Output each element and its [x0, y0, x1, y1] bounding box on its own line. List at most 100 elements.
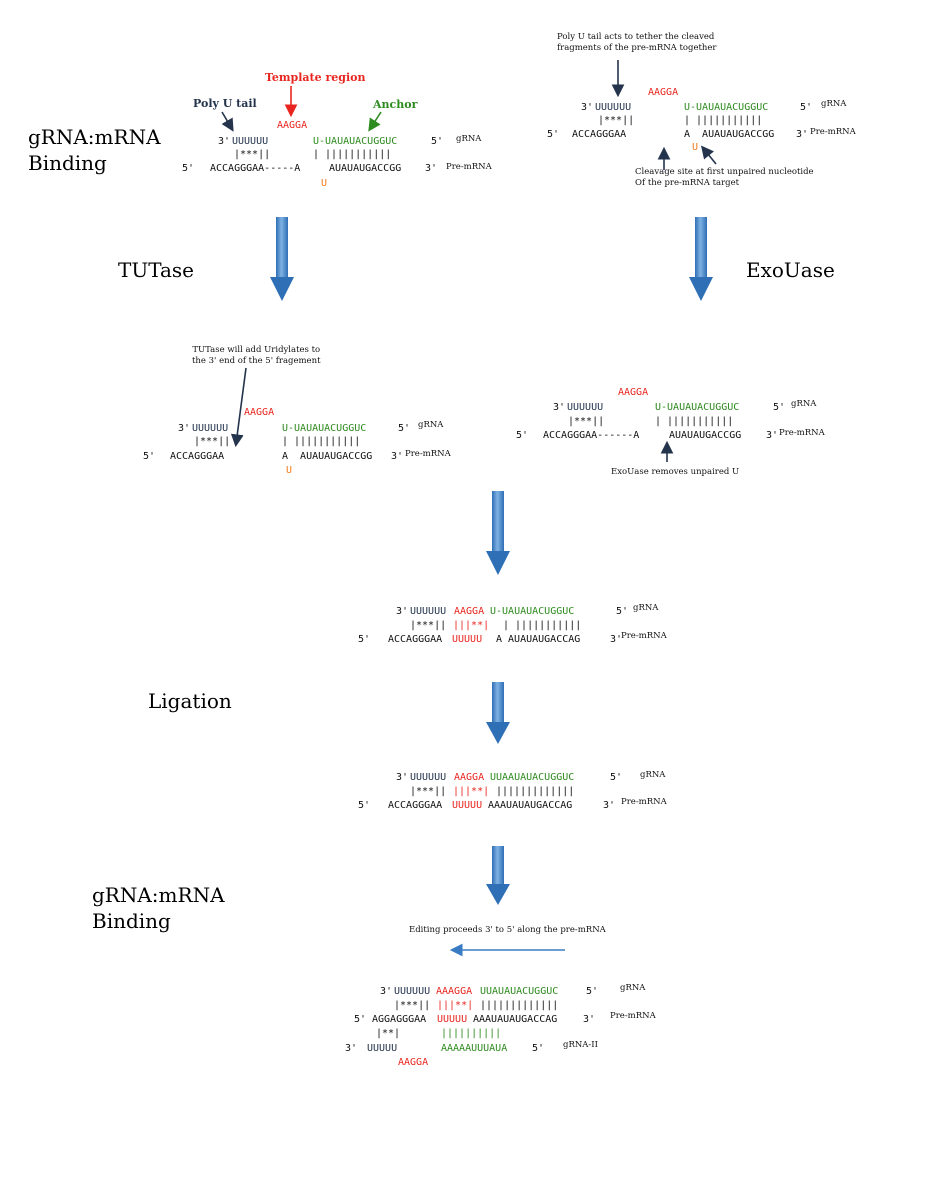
- p4-aagga: AAGGA: [618, 387, 649, 398]
- p1-bp-right: | |||||||||||: [313, 149, 392, 160]
- p5-bp-right: | |||||||||||: [503, 620, 582, 631]
- template-aagga: AAGGA: [277, 120, 308, 131]
- p4-bp-right: | |||||||||||: [655, 416, 734, 427]
- block-arrow-exouase: [689, 217, 713, 301]
- p6-mrna-3prime: 3': [603, 800, 616, 811]
- p4-anchor-seq: U-UAUAUACUGGUC: [655, 402, 740, 413]
- p1-unpaired-u: U: [321, 178, 328, 189]
- p1-premrna-label: Pre-mRNA: [446, 162, 492, 172]
- p3-aagga: AAGGA: [244, 407, 275, 418]
- p6-grna-3prime: 3': [396, 772, 409, 783]
- p5-mrna-3prime: 3': [610, 634, 623, 645]
- p6-mrna-right: AAAUAUAUGACCAG: [488, 800, 573, 811]
- p5-poly-u: UUUUUU: [410, 606, 447, 617]
- p4-mrna-left: ACCAGGGAA------A: [543, 430, 640, 441]
- p6-grna-5prime: 5': [610, 772, 623, 783]
- p7-bp-right: |||||||||||||: [480, 1000, 559, 1011]
- p7-bp-left: |***||: [394, 1000, 431, 1011]
- p2-grna-5prime: 5': [800, 102, 813, 113]
- p5-grna-3prime: 3': [396, 606, 409, 617]
- anchor-label: Anchor: [373, 98, 418, 111]
- p5-bp-red: |||**|: [453, 620, 490, 631]
- block-arrow-tutase: [270, 217, 294, 301]
- p5-aagga: AAGGA: [454, 606, 485, 617]
- p2-bp-left: |***||: [598, 115, 635, 126]
- p3-mrna-5prime: 5': [143, 451, 156, 462]
- p6-aagga: AAGGA: [454, 772, 485, 783]
- p3-poly-u: UUUUUU: [192, 423, 229, 434]
- p4-grna-label: gRNA: [791, 399, 817, 409]
- p4-mrna-5prime: 5': [516, 430, 529, 441]
- p2-grna-3prime: 3': [581, 102, 594, 113]
- p7-anchor-seq: UUAUAUACUGGUC: [480, 986, 559, 997]
- p3-unpaired-u: U: [286, 465, 293, 476]
- p2-aagga: AAGGA: [648, 87, 679, 98]
- p1-grna-3prime: 3': [218, 136, 231, 147]
- p3-grna-3prime: 3': [178, 423, 191, 434]
- p7-grna-label: gRNA: [620, 983, 646, 993]
- p1-grna-5prime: 5': [431, 136, 444, 147]
- p7-mrna-left: AGGAGGGAA: [372, 1014, 427, 1025]
- p7-grna-5prime: 5': [586, 986, 599, 997]
- poly-u-tether-note: Poly U tail acts to tether the cleaved f…: [557, 32, 717, 53]
- p5-bp-left: |***||: [410, 620, 447, 631]
- p7-grna2-aagga: AAGGA: [398, 1057, 429, 1068]
- p4-grna-5prime: 5': [773, 402, 786, 413]
- p2-mrna-right: A AUAUAUGACCGG: [684, 129, 775, 140]
- p7-poly-u: UUUUUU: [394, 986, 431, 997]
- block-arrow-merge: [486, 491, 510, 575]
- p7-grna2-bp-left: |**|: [376, 1028, 401, 1039]
- template-region-label: Template region: [265, 71, 366, 84]
- block-arrow-binding-2: [486, 846, 510, 905]
- p6-grna-label: gRNA: [640, 770, 666, 780]
- cleavage-pointer-right: [700, 145, 717, 165]
- p1-mrna-5prime: 5': [182, 163, 195, 174]
- p3-mrna-3prime: 3': [391, 451, 404, 462]
- p7-grna2-bp-right: ||||||||||: [441, 1028, 502, 1039]
- p7-mrna-right: AAAUAUAUGACCAG: [473, 1014, 558, 1025]
- p2-poly-u: UUUUUU: [595, 102, 632, 113]
- p4-premrna-label: Pre-mRNA: [779, 428, 825, 438]
- p6-bp-red: |||**|: [453, 786, 490, 797]
- cleavage-site-note: Cleavage site at first unpaired nucleoti…: [635, 167, 814, 188]
- p6-bp-right: |||||||||||||: [496, 786, 575, 797]
- p5-anchor-seq: U-UAUAUACUGGUC: [490, 606, 575, 617]
- step-label-binding-1: gRNA:mRNA Binding: [28, 125, 161, 175]
- step-label-exouase: ExoUase: [746, 258, 835, 282]
- p3-bp-left: |***||: [194, 436, 231, 447]
- p5-grna-5prime: 5': [616, 606, 629, 617]
- p5-mrna-5prime: 5': [358, 634, 371, 645]
- p1-mrna-3prime: 3': [425, 163, 438, 174]
- p2-premrna-label: Pre-mRNA: [810, 127, 856, 137]
- p2-mrna-left: ACCAGGGAA: [572, 129, 627, 140]
- p6-mrna-5prime: 5': [358, 800, 371, 811]
- poly-u-pointer: [221, 111, 234, 132]
- p1-grna-label: gRNA: [456, 134, 482, 144]
- p6-bp-left: |***||: [410, 786, 447, 797]
- exouase-note: ExoUase removes unpaired U: [611, 467, 740, 477]
- step-label-tutase: TUTase: [118, 258, 195, 282]
- p1-mrna-left: ACCAGGGAA-----A: [210, 163, 301, 174]
- p7-grna2-poly-u: UUUUU: [367, 1043, 398, 1054]
- poly-u-tail-label: Poly U tail: [193, 97, 257, 110]
- p2-mrna-3prime: 3': [796, 129, 809, 140]
- p2-bp-right: | |||||||||||: [684, 115, 763, 126]
- p5-mrna-right: A AUAUAUGACCAG: [496, 634, 581, 645]
- step-label-ligation: Ligation: [148, 689, 232, 713]
- p6-premrna-label: Pre-mRNA: [621, 797, 667, 807]
- p2-grna-label: gRNA: [821, 99, 847, 109]
- p6-added-u: UUUUU: [452, 800, 483, 811]
- p7-mrna-3prime: 3': [583, 1014, 596, 1025]
- p5-mrna-left: ACCAGGGAA: [388, 634, 443, 645]
- p3-anchor-seq: U-UAUAUACUGGUC: [282, 423, 367, 434]
- p7-grna2-3prime: 3': [345, 1043, 358, 1054]
- p7-aaagga: AAAGGA: [436, 986, 473, 997]
- p3-mrna-right: A AUAUAUGACCGG: [282, 451, 373, 462]
- p6-poly-u: UUUUUU: [410, 772, 447, 783]
- p3-mrna-left: ACCAGGGAA: [170, 451, 225, 462]
- p5-grna-label: gRNA: [633, 603, 659, 613]
- p1-bp-left: |***||: [234, 149, 271, 160]
- p2-mrna-5prime: 5': [547, 129, 560, 140]
- p7-grna2-seq: AAAAAUUUAUA: [441, 1043, 508, 1054]
